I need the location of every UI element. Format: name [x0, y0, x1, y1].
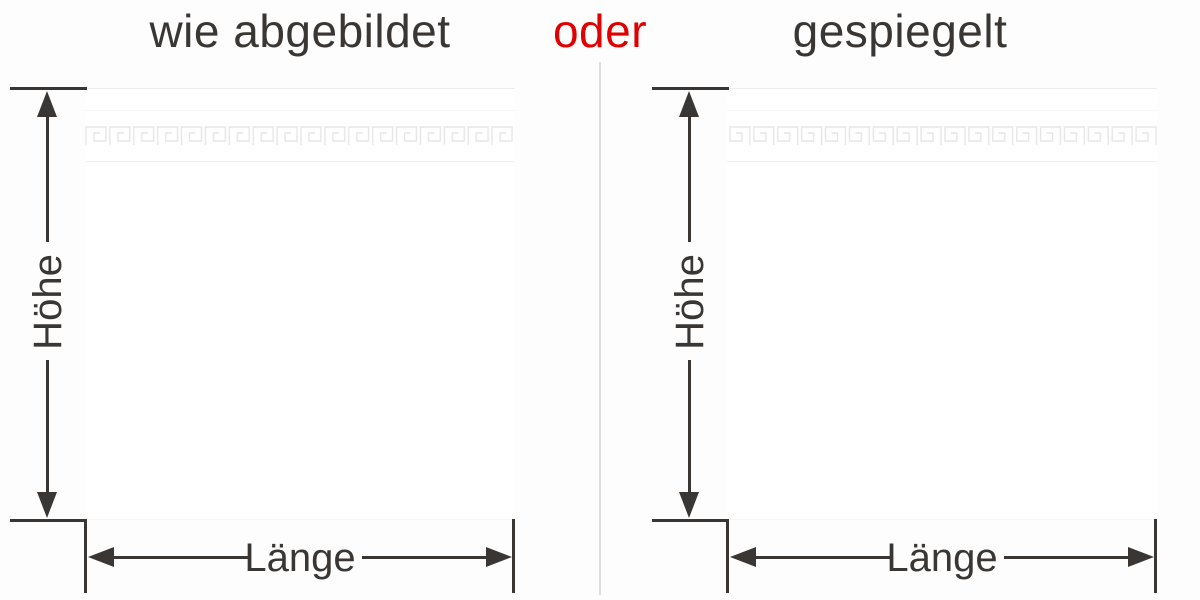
height-label: Höhe [668, 254, 712, 350]
option-title-mirrored: gespiegelt [792, 5, 1008, 57]
length-dimension-line-left [110, 556, 248, 559]
dimension-tick-corner [84, 519, 87, 593]
meander-pattern-mirrored [727, 122, 1157, 150]
arrowhead-left-icon [88, 547, 114, 567]
meander-pattern [85, 122, 515, 150]
arrowhead-right-icon [1128, 547, 1154, 567]
dimension-tick-top [652, 87, 729, 90]
height-dimension-line-lower [688, 360, 691, 494]
arrowhead-down-icon [679, 492, 699, 518]
arrowhead-right-icon [486, 547, 512, 567]
dimension-tick-top [10, 87, 87, 90]
height-dimension-line-lower [46, 360, 49, 494]
length-dimension-line-left [752, 556, 890, 559]
dimension-tick-right [1154, 519, 1157, 593]
arrowhead-left-icon [730, 547, 756, 567]
divider-line [599, 62, 601, 595]
or-separator-label: oder [552, 5, 648, 57]
product-preview-mirrored [727, 88, 1157, 520]
length-label: Länge [244, 536, 356, 580]
dimension-tick-bottom [10, 519, 87, 522]
border-strip [85, 110, 515, 162]
length-dimension-line-right [362, 556, 488, 559]
length-dimension-line-right [1004, 556, 1130, 559]
dimension-tick-right [512, 519, 515, 593]
product-preview [85, 88, 515, 520]
option-panel-as-depicted: Höhe Länge [10, 0, 516, 600]
dimension-tick-corner [726, 519, 729, 593]
arrowhead-down-icon [37, 492, 57, 518]
height-dimension-line-upper [46, 108, 49, 242]
option-title-as-depicted: wie abgebildet [149, 5, 451, 57]
dimension-tick-bottom [652, 519, 729, 522]
border-strip [727, 110, 1157, 162]
option-panel-mirrored: Höhe Länge [652, 0, 1158, 600]
height-dimension-line-upper [688, 108, 691, 242]
arrowhead-up-icon [679, 91, 699, 117]
arrowhead-up-icon [37, 91, 57, 117]
height-label: Höhe [26, 254, 70, 350]
length-label: Länge [886, 536, 998, 580]
